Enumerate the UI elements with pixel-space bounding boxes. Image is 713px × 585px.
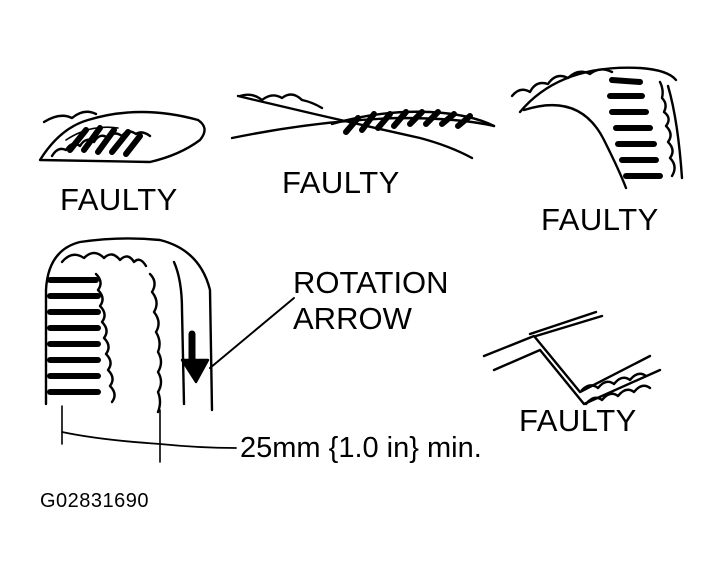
faulty-belt-peeled xyxy=(38,110,206,164)
faulty-belt-curved xyxy=(510,66,684,190)
faulty-label-1: FAULTY xyxy=(60,182,178,217)
faulty-belt-separated xyxy=(230,93,496,160)
rotation-label-line1: ROTATION xyxy=(293,265,449,300)
rotation-label-line2: ARROW xyxy=(293,301,412,336)
dimension-label: 25mm {1.0 in} min. xyxy=(240,432,482,464)
faulty-label-3: FAULTY xyxy=(541,202,659,237)
faulty-label-4: FAULTY xyxy=(519,403,637,438)
faulty-label-2: FAULTY xyxy=(282,165,400,200)
faulty-belt-bent xyxy=(482,310,662,406)
belt-with-rotation-arrow xyxy=(44,237,295,463)
figure-code: G02831690 xyxy=(40,490,150,512)
